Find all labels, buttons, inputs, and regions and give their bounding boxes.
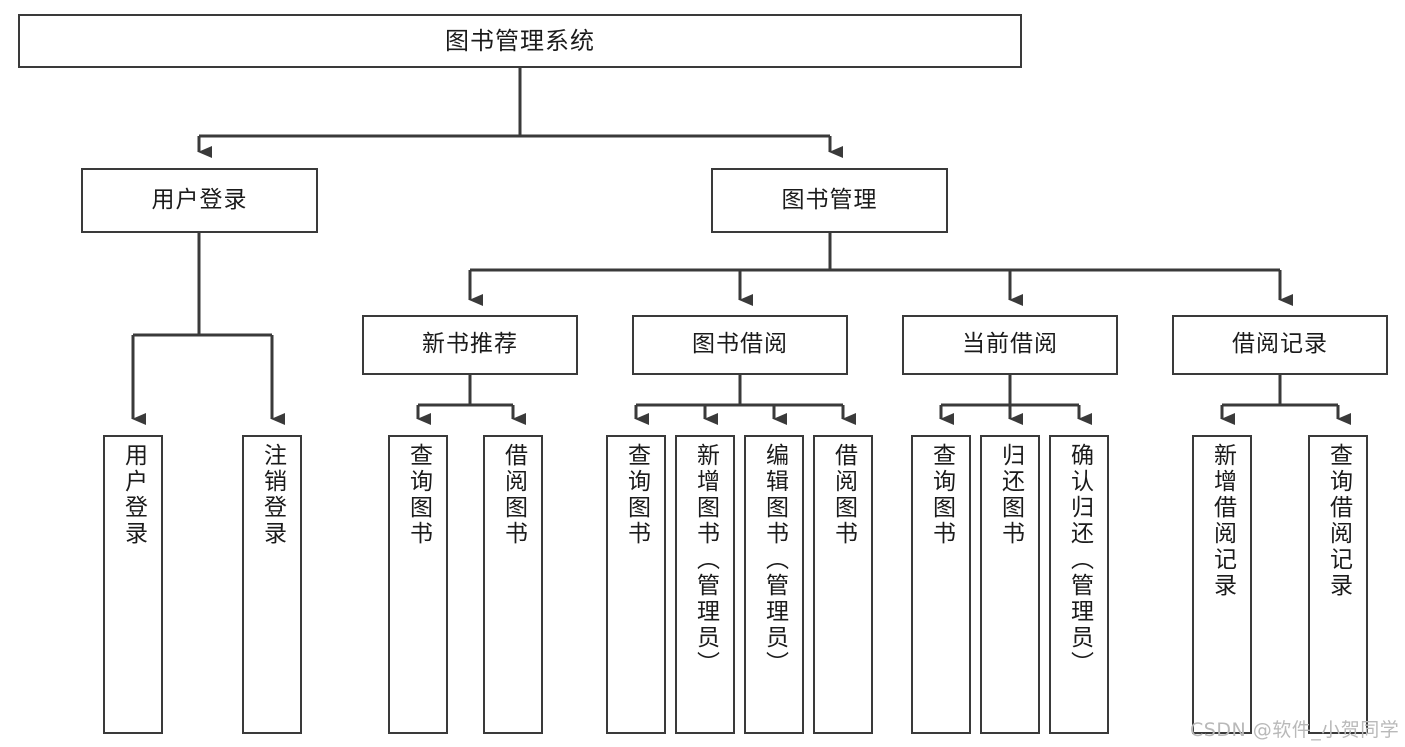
node-leaf-return-book-label: 归还图书 [997, 443, 1024, 547]
node-leaf-query-book-3-label: 查询图书 [928, 443, 955, 547]
node-leaf-borrow-book-1[interactable]: 借阅图书 [483, 435, 543, 734]
node-user-login-label: 用户登录 [151, 186, 248, 213]
node-leaf-query-book-1-label: 查询图书 [405, 443, 432, 547]
node-user-login[interactable]: 用户登录 [81, 168, 318, 233]
node-leaf-add-record[interactable]: 新增借阅记录 [1192, 435, 1252, 734]
node-leaf-add-book-label: 新增图书（管理员） [692, 443, 719, 677]
node-leaf-confirm-return[interactable]: 确认归还（管理员） [1049, 435, 1109, 734]
node-leaf-logout[interactable]: 注销登录 [242, 435, 302, 734]
node-root[interactable]: 图书管理系统 [18, 14, 1022, 68]
node-leaf-query-book-2[interactable]: 查询图书 [606, 435, 666, 734]
node-leaf-logout-label: 注销登录 [259, 443, 286, 547]
node-leaf-borrow-book-2[interactable]: 借阅图书 [813, 435, 873, 734]
node-book-manage[interactable]: 图书管理 [711, 168, 948, 233]
node-leaf-query-book-3[interactable]: 查询图书 [911, 435, 971, 734]
node-leaf-user-login[interactable]: 用户登录 [103, 435, 163, 734]
node-new-book-recommend-label: 新书推荐 [422, 331, 518, 358]
node-root-label: 图书管理系统 [445, 26, 595, 55]
node-new-book-recommend[interactable]: 新书推荐 [362, 315, 578, 375]
node-leaf-edit-book-label: 编辑图书（管理员） [761, 443, 788, 677]
node-leaf-query-book-1[interactable]: 查询图书 [388, 435, 448, 734]
node-borrow-record[interactable]: 借阅记录 [1172, 315, 1388, 375]
node-leaf-query-book-2-label: 查询图书 [623, 443, 650, 547]
node-book-borrow-label: 图书借阅 [692, 331, 788, 358]
node-current-borrow-label: 当前借阅 [962, 331, 1058, 358]
csdn-watermark: CSDN @软件_小贺同学 [1190, 719, 1400, 741]
node-leaf-borrow-book-2-label: 借阅图书 [830, 443, 857, 547]
node-leaf-borrow-book-1-label: 借阅图书 [500, 443, 527, 547]
node-borrow-record-label: 借阅记录 [1232, 331, 1328, 358]
node-leaf-confirm-return-label: 确认归还（管理员） [1066, 443, 1093, 677]
node-current-borrow[interactable]: 当前借阅 [902, 315, 1118, 375]
node-leaf-add-record-label: 新增借阅记录 [1209, 443, 1236, 599]
node-leaf-return-book[interactable]: 归还图书 [980, 435, 1040, 734]
node-leaf-query-record[interactable]: 查询借阅记录 [1308, 435, 1368, 734]
node-leaf-user-login-label: 用户登录 [120, 443, 147, 547]
node-book-manage-label: 图书管理 [781, 186, 878, 213]
node-leaf-edit-book[interactable]: 编辑图书（管理员） [744, 435, 804, 734]
node-leaf-add-book[interactable]: 新增图书（管理员） [675, 435, 735, 734]
node-leaf-query-record-label: 查询借阅记录 [1325, 443, 1352, 599]
node-book-borrow[interactable]: 图书借阅 [632, 315, 848, 375]
